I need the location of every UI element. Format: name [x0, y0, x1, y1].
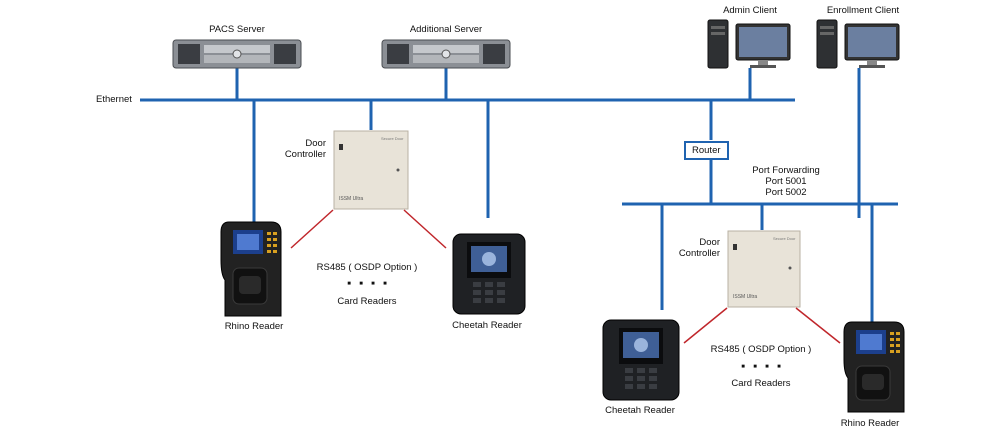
router-box: Router [684, 141, 729, 160]
enrollment-client-label: Enrollment Client [826, 5, 900, 16]
left-card-readers-label: Card Readers [337, 296, 397, 307]
port-forwarding-title: Port Forwarding [752, 165, 820, 176]
left-controller-brand: Secure Door [381, 136, 404, 141]
right-cheetah-label: Cheetah Reader [605, 405, 675, 416]
port-5002-label: Port 5002 [765, 187, 807, 198]
left-door-controller-label: Door Controller [284, 138, 326, 160]
rs485-right-a [683, 307, 728, 344]
right-rhino-reader-icon [843, 321, 905, 413]
additional-server-label: Additional Server [409, 24, 483, 35]
left-cheetah-label: Cheetah Reader [452, 320, 522, 331]
left-rhino-reader-icon [220, 221, 282, 317]
right-door-controller-icon: Secure Door ISSM Ultra [727, 230, 801, 308]
rs485-left-a [290, 209, 334, 249]
enrollment-client-icon [816, 19, 900, 69]
left-cheetah-reader-icon [452, 233, 526, 315]
right-rhino-label: Rhino Reader [840, 418, 900, 429]
right-rs485-label: RS485 ( OSDP Option ) [710, 344, 812, 355]
rs485-right-b [795, 307, 841, 344]
rs485-left-b [403, 209, 447, 249]
right-dots: ■ ■ ■ ■ [741, 364, 781, 370]
left-door-controller-icon: Secure Door ISSM Ultra [333, 130, 409, 210]
port-5001-label: Port 5001 [765, 176, 807, 187]
left-dots: ■ ■ ■ ■ [347, 281, 387, 287]
additional-server-icon [381, 39, 511, 69]
admin-client-label: Admin Client [723, 5, 777, 16]
pacs-server-label: PACS Server [209, 24, 265, 35]
right-controller-brand: Secure Door [773, 236, 796, 241]
admin-client-icon [707, 19, 791, 69]
right-controller-text: ISSM Ultra [733, 294, 757, 300]
right-cheetah-reader-icon [602, 319, 680, 401]
ethernet-label: Ethernet [96, 94, 132, 105]
left-rs485-label: RS485 ( OSDP Option ) [316, 262, 418, 273]
left-controller-text: ISSM Ultra [339, 196, 363, 202]
left-rhino-label: Rhino Reader [224, 321, 284, 332]
pacs-server-icon [172, 39, 302, 69]
right-card-readers-label: Card Readers [731, 378, 791, 389]
right-door-controller-label: Door Controller [678, 237, 720, 259]
